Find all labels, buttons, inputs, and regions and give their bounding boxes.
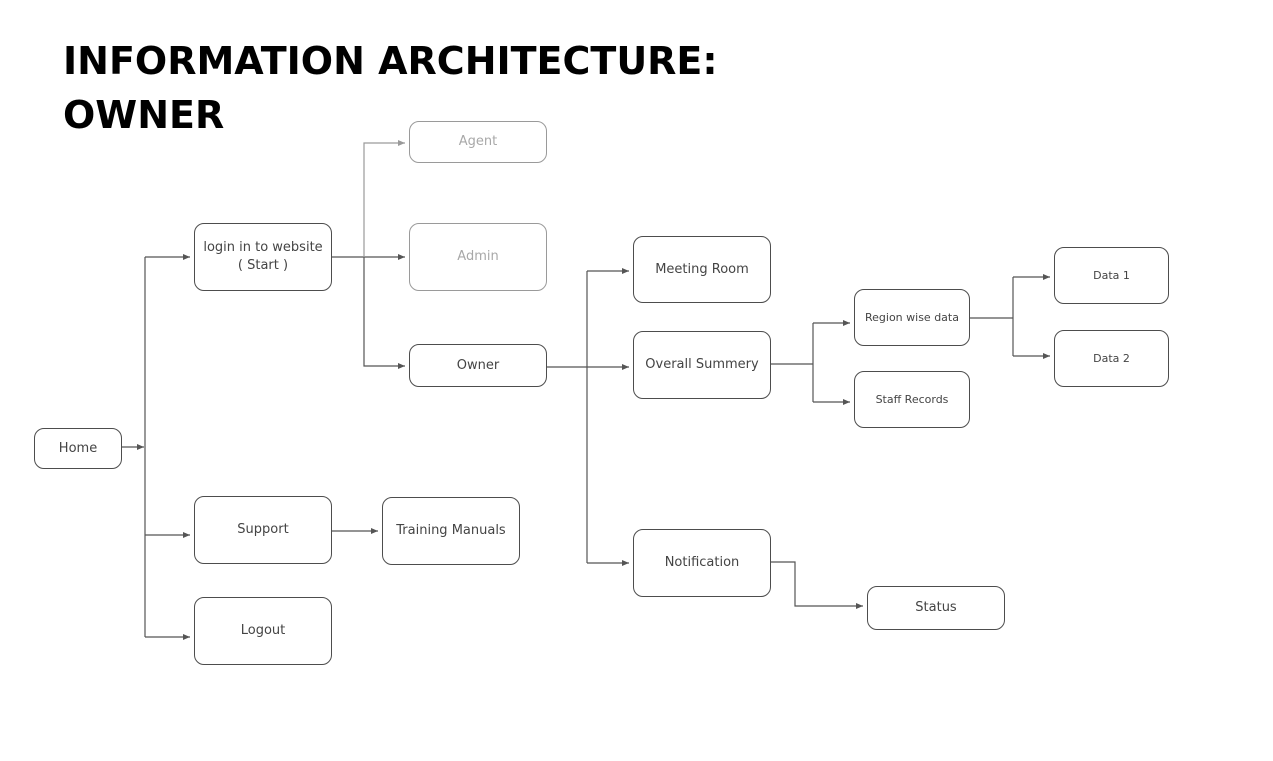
node-data-2[interactable]: Data 2: [1054, 330, 1169, 387]
node-login-label: login in to website ( Start ): [203, 240, 323, 273]
node-logout[interactable]: Logout: [194, 597, 332, 665]
node-notification[interactable]: Notification: [633, 529, 771, 597]
node-support[interactable]: Support: [194, 496, 332, 564]
node-login[interactable]: login in to website ( Start ): [194, 223, 332, 291]
edge-login-agent: [363, 140, 405, 257]
node-status-label: Status: [915, 600, 957, 615]
node-agent[interactable]: Agent: [409, 121, 547, 163]
node-overall-summery-label: Overall Summery: [645, 357, 759, 372]
page-title: INFORMATION ARCHITECTURE: OWNER: [63, 34, 718, 142]
node-admin[interactable]: Admin: [409, 223, 547, 291]
node-owner[interactable]: Owner: [409, 344, 547, 387]
node-meeting-room[interactable]: Meeting Room: [633, 236, 771, 303]
node-training-manuals-label: Training Manuals: [396, 523, 506, 538]
node-home[interactable]: Home: [34, 428, 122, 469]
node-home-label: Home: [58, 440, 98, 456]
node-region-wise-data-label: Region wise data: [865, 310, 959, 324]
edge-login-owner: [363, 257, 405, 369]
node-overall-summery[interactable]: Overall Summery: [633, 331, 771, 399]
node-support-label: Support: [237, 522, 289, 537]
page-title-line-2: OWNER: [63, 93, 225, 137]
node-owner-label: Owner: [456, 357, 500, 373]
node-training-manuals[interactable]: Training Manuals: [382, 497, 520, 565]
node-data-2-label: Data 2: [1093, 351, 1130, 365]
node-staff-records[interactable]: Staff Records: [854, 371, 970, 428]
node-data-1-label: Data 1: [1093, 268, 1130, 282]
node-logout-label: Logout: [240, 623, 286, 638]
node-region-wise-data[interactable]: Region wise data: [854, 289, 970, 346]
node-staff-records-label: Staff Records: [875, 392, 949, 406]
node-status[interactable]: Status: [867, 586, 1005, 630]
page-title-line-1: INFORMATION ARCHITECTURE:: [63, 39, 718, 83]
node-meeting-room-label: Meeting Room: [655, 261, 749, 277]
node-data-1[interactable]: Data 1: [1054, 247, 1169, 304]
node-notification-label: Notification: [664, 555, 740, 570]
node-agent-label: Agent: [458, 134, 498, 149]
edge-notification-status: [771, 561, 863, 609]
node-admin-label: Admin: [457, 249, 499, 264]
